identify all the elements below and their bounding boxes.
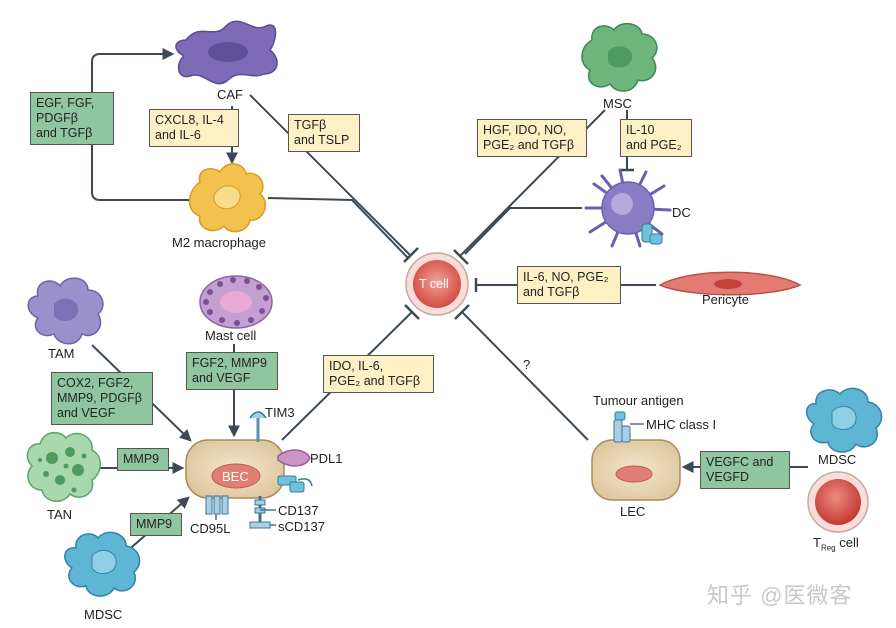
mdsc-right-label: MDSC bbox=[818, 452, 857, 467]
inhibition-bars bbox=[403, 168, 634, 320]
cxcl8-il4-il6-box: CXCL8, IL-4 and IL-6 bbox=[149, 109, 239, 147]
dc-inhibits-tcell bbox=[464, 207, 582, 255]
lec-inhibits-tcell bbox=[461, 311, 589, 441]
caf-cell bbox=[175, 20, 278, 85]
cox2-fgf2-mmp9-pdgfb-vegf-box: COX2, FGF2, MMP9, PDGFβ and VEGF bbox=[51, 372, 153, 425]
box-line: VEGFC and bbox=[706, 455, 774, 469]
hgf-ido-no-pge2-tgfb-box: HGF, IDO, NO, PGE₂ and TGFβ bbox=[477, 119, 587, 157]
tam-cell bbox=[27, 277, 104, 345]
box-line: and TSLP bbox=[294, 133, 350, 147]
vegfc-vegfd-box: VEGFC and VEGFD bbox=[700, 451, 790, 489]
tan-cell bbox=[26, 431, 101, 502]
unknown-mechanism-mark: ? bbox=[523, 357, 531, 372]
box-line: COX2, FGF2, bbox=[57, 376, 134, 390]
box-line: FGF2, MMP9 bbox=[192, 356, 268, 370]
box-line: IL-6, NO, PGE₂ bbox=[523, 270, 609, 284]
box-line: CXCL8, IL-4 bbox=[155, 113, 224, 127]
treg-label-main: T bbox=[813, 535, 821, 550]
watermark: 知乎 @医微客 bbox=[707, 583, 853, 608]
msc-cell bbox=[581, 22, 658, 92]
tan-label: TAN bbox=[47, 507, 73, 522]
t-cell bbox=[405, 252, 469, 316]
cd137-ligand-receptor bbox=[277, 475, 313, 493]
box-line: and IL-6 bbox=[155, 128, 201, 142]
tim3-receptor bbox=[249, 411, 267, 442]
lec-label: LEC bbox=[620, 504, 646, 519]
dc-label: DC bbox=[672, 205, 691, 220]
box-line: EGF, FGF, bbox=[36, 96, 95, 110]
scd137-label: sCD137 bbox=[278, 519, 325, 534]
t-cell-label: T cell bbox=[419, 277, 449, 291]
box-line: and VEGF bbox=[192, 371, 251, 385]
treg-cell bbox=[807, 471, 869, 533]
tumour-antigen-label: Tumour antigen bbox=[593, 393, 684, 408]
mhc-class-i-receptor bbox=[613, 411, 644, 443]
box-line: VEGFD bbox=[706, 470, 750, 484]
caf-label: CAF bbox=[217, 87, 243, 102]
cd137-label: CD137 bbox=[278, 503, 319, 518]
box-line: and VEGF bbox=[57, 406, 116, 420]
caf-inhibits-tcell bbox=[249, 94, 411, 256]
box-line: IDO, IL-6, bbox=[329, 359, 384, 373]
mast-cell bbox=[199, 275, 273, 329]
box-line: MMP9, PDGFβ bbox=[57, 391, 142, 405]
box-line: MMP9 bbox=[123, 452, 160, 466]
cd95l-label: CD95L bbox=[190, 521, 231, 536]
msc-label: MSC bbox=[603, 96, 632, 111]
dc-cell bbox=[584, 168, 672, 248]
mast-cell-label: Mast cell bbox=[205, 328, 257, 343]
pdl1-label: PDL1 bbox=[310, 451, 343, 466]
mmp9-mdsc-box: MMP9 bbox=[130, 513, 182, 536]
mmp9-tan-box: MMP9 bbox=[117, 448, 169, 471]
m2-macrophage-cell bbox=[188, 163, 267, 233]
bec-cell bbox=[185, 439, 285, 499]
lec-cell bbox=[591, 439, 681, 501]
box-line: and TGFβ bbox=[523, 285, 580, 299]
egf-fgf-pdgfb-tgfb-box: EGF, FGF, PDGFβ and TGFβ bbox=[30, 92, 114, 145]
bec-label: BEC bbox=[222, 469, 249, 484]
mdsc-right-cell bbox=[805, 387, 883, 453]
cd95l-receptor bbox=[205, 495, 229, 520]
box-line: PGE₂ and TGFβ bbox=[483, 138, 575, 152]
il6-no-pge2-tgfb-box: IL-6, NO, PGE₂ and TGFβ bbox=[517, 266, 621, 304]
box-line: IL-10 bbox=[626, 123, 655, 137]
box-line: PDGFβ bbox=[36, 111, 78, 125]
box-line: HGF, IDO, NO, bbox=[483, 123, 567, 137]
tgfb-tslp-box: TGFβ and TSLP bbox=[288, 114, 360, 152]
m2-macrophage-label: M2 macrophage bbox=[172, 235, 266, 250]
tim3-label: TIM3 bbox=[265, 405, 295, 420]
box-line: TGFβ bbox=[294, 118, 327, 132]
pdl1-receptor bbox=[277, 449, 311, 467]
fgf2-mmp9-vegf-box: FGF2, MMP9 and VEGF bbox=[186, 352, 278, 390]
box-line: MMP9 bbox=[136, 517, 173, 531]
box-line: and TGFβ bbox=[36, 126, 93, 140]
treg-label: TReg cell bbox=[813, 535, 859, 556]
box-line: PGE₂ and TGFβ bbox=[329, 374, 421, 388]
ido-il6-pge2-tgfb-box: IDO, IL-6, PGE₂ and TGFβ bbox=[323, 355, 434, 393]
m2-inhibits-tcell bbox=[267, 197, 409, 259]
mdsc-left-cell bbox=[64, 531, 141, 597]
treg-label-sub: Reg bbox=[820, 543, 836, 553]
pericyte-cell bbox=[658, 271, 802, 296]
pericyte-label: Pericyte bbox=[702, 292, 749, 307]
mhc-class-i-label: MHC class I bbox=[646, 417, 717, 432]
scd137-fragment bbox=[249, 521, 276, 529]
tam-label: TAM bbox=[48, 346, 75, 361]
il10-pge2-box: IL-10 and PGE₂ bbox=[620, 119, 692, 157]
treg-label-tail: cell bbox=[835, 535, 859, 550]
box-line: and PGE₂ bbox=[626, 138, 682, 152]
mdsc-left-label: MDSC bbox=[84, 607, 123, 622]
